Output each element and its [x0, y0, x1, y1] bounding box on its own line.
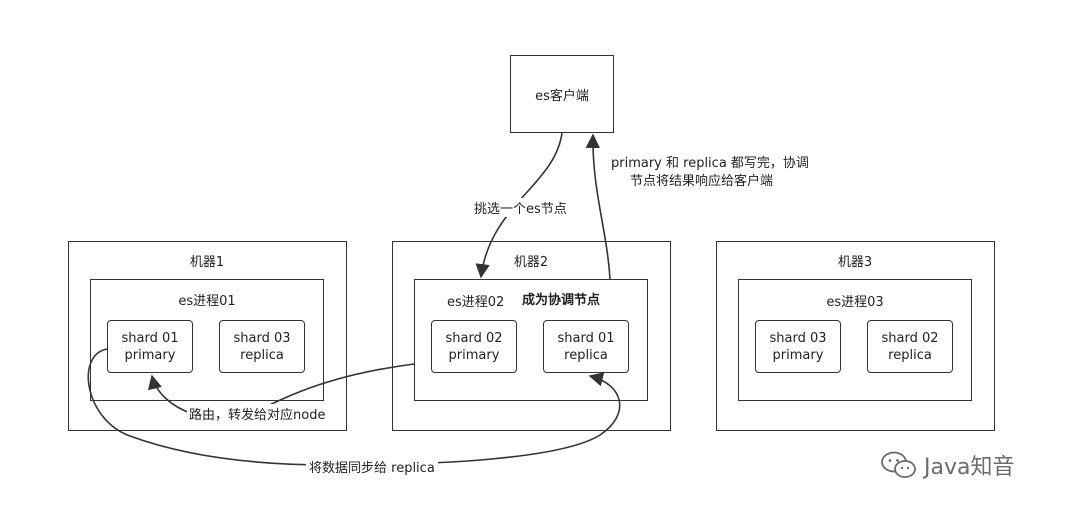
process-02-label: es进程02: [447, 295, 505, 310]
watermark: Java知音: [880, 449, 1014, 481]
machine-2-label: 机器2: [513, 255, 549, 270]
shard-card-m3-a: shard 03 primary: [755, 320, 841, 373]
shard-card-m2-b: shard 01 replica: [543, 320, 629, 373]
es-client-label: es客户端: [535, 88, 589, 104]
shard-card-m3-b: shard 02 replica: [867, 320, 953, 373]
shard-role: primary: [772, 347, 824, 363]
arrow-node-to-client: [585, 133, 611, 280]
shard-name: shard 01: [557, 330, 615, 346]
response-annotation-line2: 节点将结果响应给客户端: [630, 174, 774, 189]
shard-card-m1-a: shard 01 primary: [107, 320, 193, 373]
arrow-sync: [87, 348, 621, 466]
wechat-icon: [881, 451, 916, 478]
shard-role: primary: [124, 347, 176, 363]
shard-card-m2-a: shard 02 primary: [431, 320, 517, 373]
shard-name: shard 02: [881, 330, 939, 346]
coordinator-label: 成为协调节点: [522, 293, 601, 308]
response-annotation-line1: primary 和 replica 都写完，协调: [611, 156, 809, 171]
shard-role: replica: [888, 347, 932, 363]
machine-3-label: 机器3: [837, 255, 873, 270]
shard-name: shard 02: [445, 330, 503, 346]
route-annotation: 路由，转发给对应node: [187, 404, 328, 423]
shard-role: primary: [448, 347, 500, 363]
shard-card-m1-b: shard 03 replica: [219, 320, 305, 373]
pick-node-annotation: 挑选一个es节点: [472, 198, 569, 217]
process-01-label: es进程01: [178, 294, 236, 309]
shard-name: shard 01: [121, 330, 179, 346]
arrow-client-to-node: [475, 132, 563, 279]
shard-name: shard 03: [233, 330, 291, 346]
es-client-box: es客户端: [510, 55, 614, 133]
shard-role: replica: [564, 347, 608, 363]
shard-name: shard 03: [769, 330, 827, 346]
shard-role: replica: [240, 347, 284, 363]
sync-annotation: 将数据同步给 replica: [306, 457, 438, 476]
machine-1-label: 机器1: [189, 255, 225, 270]
process-03-label: es进程03: [826, 295, 884, 310]
watermark-text: Java知音: [924, 455, 1015, 480]
